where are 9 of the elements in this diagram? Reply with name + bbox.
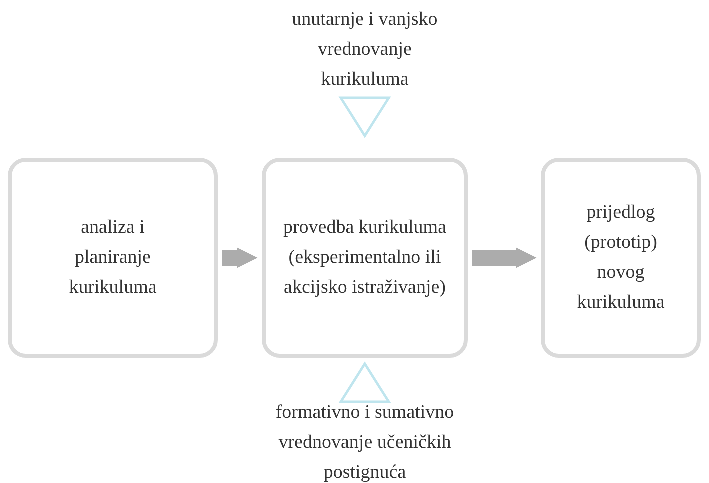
triangle-arrow — [338, 362, 392, 404]
process-box: prijedlog (prototip) novog kurikuluma — [541, 158, 701, 358]
process-box: provedba kurikuluma (eksperimentalno ili akcijsko istraživanje) — [262, 158, 468, 358]
arrow — [472, 248, 537, 268]
triangle-arrow — [338, 96, 392, 138]
note-text: unutarnje i vanjsko vrednovanje kurikuluma — [270, 4, 460, 96]
note-text: formativno i sumativno vrednovanje učeničkih postignuća — [240, 404, 490, 482]
arrow — [222, 248, 258, 268]
process-box: analiza i planiranje kurikuluma — [8, 158, 218, 358]
